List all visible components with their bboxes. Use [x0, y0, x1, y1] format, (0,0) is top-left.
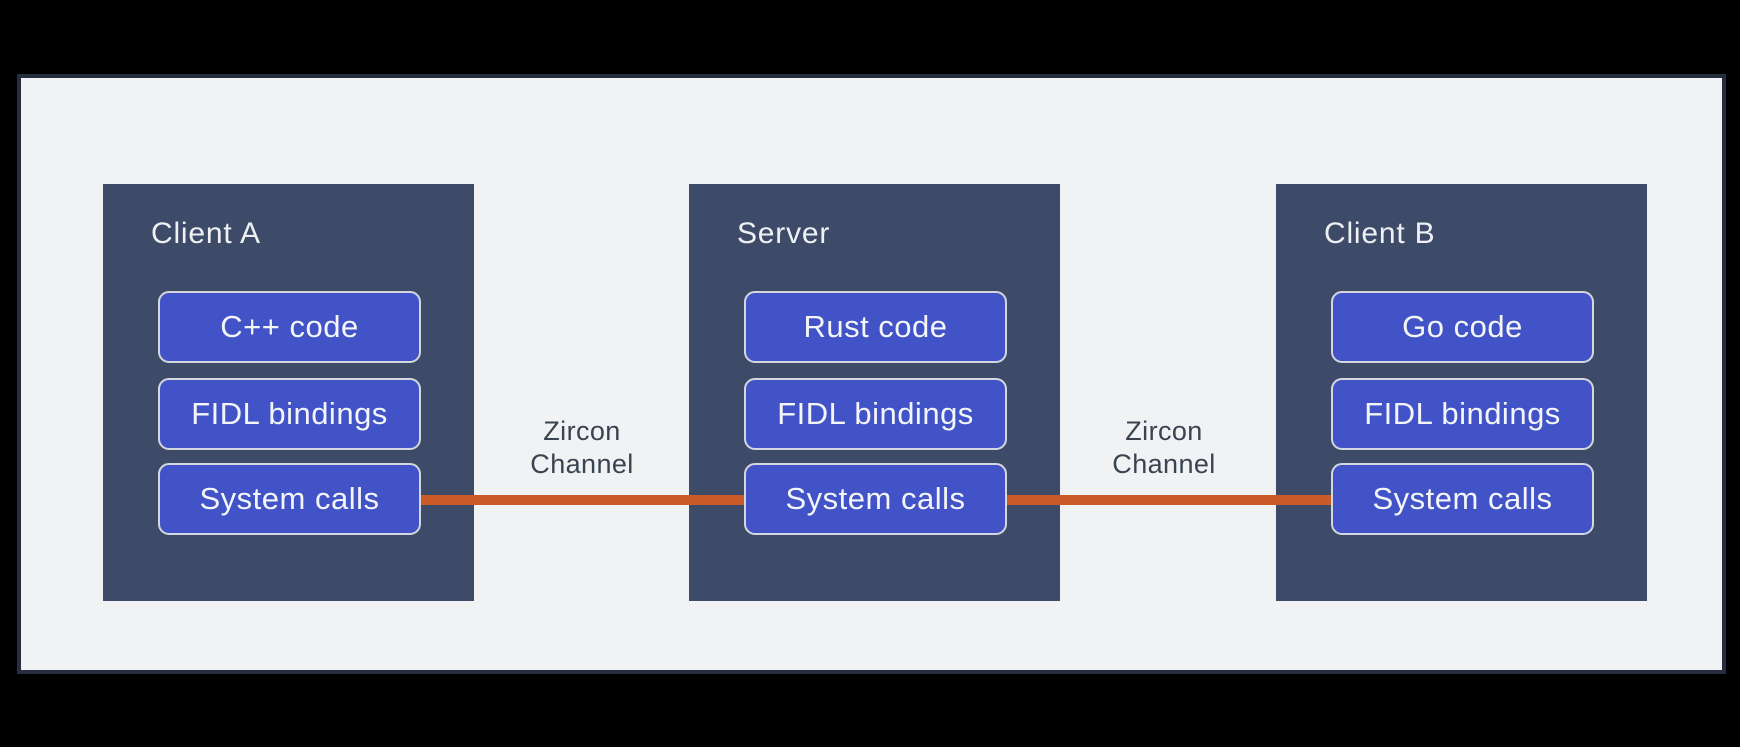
box-client-a-code: C++ code: [158, 291, 421, 363]
box-label: FIDL bindings: [1364, 396, 1561, 431]
box-label: System calls: [199, 481, 380, 516]
panel-server: Server Rust code FIDL bindings System ca…: [689, 184, 1060, 601]
diagram-canvas: Client A C++ code FIDL bindings System c…: [17, 74, 1726, 674]
zircon-channel-label-right: Zircon Channel: [1112, 415, 1215, 481]
panel-client-a: Client A C++ code FIDL bindings System c…: [103, 184, 474, 601]
channel-label-line2: Channel: [1112, 449, 1216, 479]
panel-title-client-b: Client B: [1324, 217, 1436, 250]
box-label: FIDL bindings: [191, 396, 388, 431]
box-server-fidl-bindings: FIDL bindings: [744, 378, 1007, 450]
panel-title-server: Server: [737, 217, 831, 250]
box-label: Rust code: [803, 309, 948, 344]
channel-label-line1: Zircon: [1125, 416, 1203, 446]
channel-label-line1: Zircon: [543, 416, 621, 446]
zircon-channel-line-left: [417, 495, 748, 505]
panel-client-b: Client B Go code FIDL bindings System ca…: [1276, 184, 1647, 601]
channel-label-line2: Channel: [530, 449, 634, 479]
box-server-code: Rust code: [744, 291, 1007, 363]
box-label: C++ code: [220, 309, 359, 344]
box-client-b-fidl-bindings: FIDL bindings: [1331, 378, 1594, 450]
box-client-a-fidl-bindings: FIDL bindings: [158, 378, 421, 450]
box-label: System calls: [1372, 481, 1553, 516]
box-client-a-system-calls: System calls: [158, 463, 421, 535]
box-client-b-code: Go code: [1331, 291, 1594, 363]
box-label: FIDL bindings: [777, 396, 974, 431]
box-client-b-system-calls: System calls: [1331, 463, 1594, 535]
box-label: System calls: [785, 481, 966, 516]
zircon-channel-label-left: Zircon Channel: [530, 415, 633, 481]
panel-title-client-a: Client A: [151, 217, 261, 250]
box-server-system-calls: System calls: [744, 463, 1007, 535]
zircon-channel-line-right: [1003, 495, 1335, 505]
box-label: Go code: [1402, 309, 1523, 344]
